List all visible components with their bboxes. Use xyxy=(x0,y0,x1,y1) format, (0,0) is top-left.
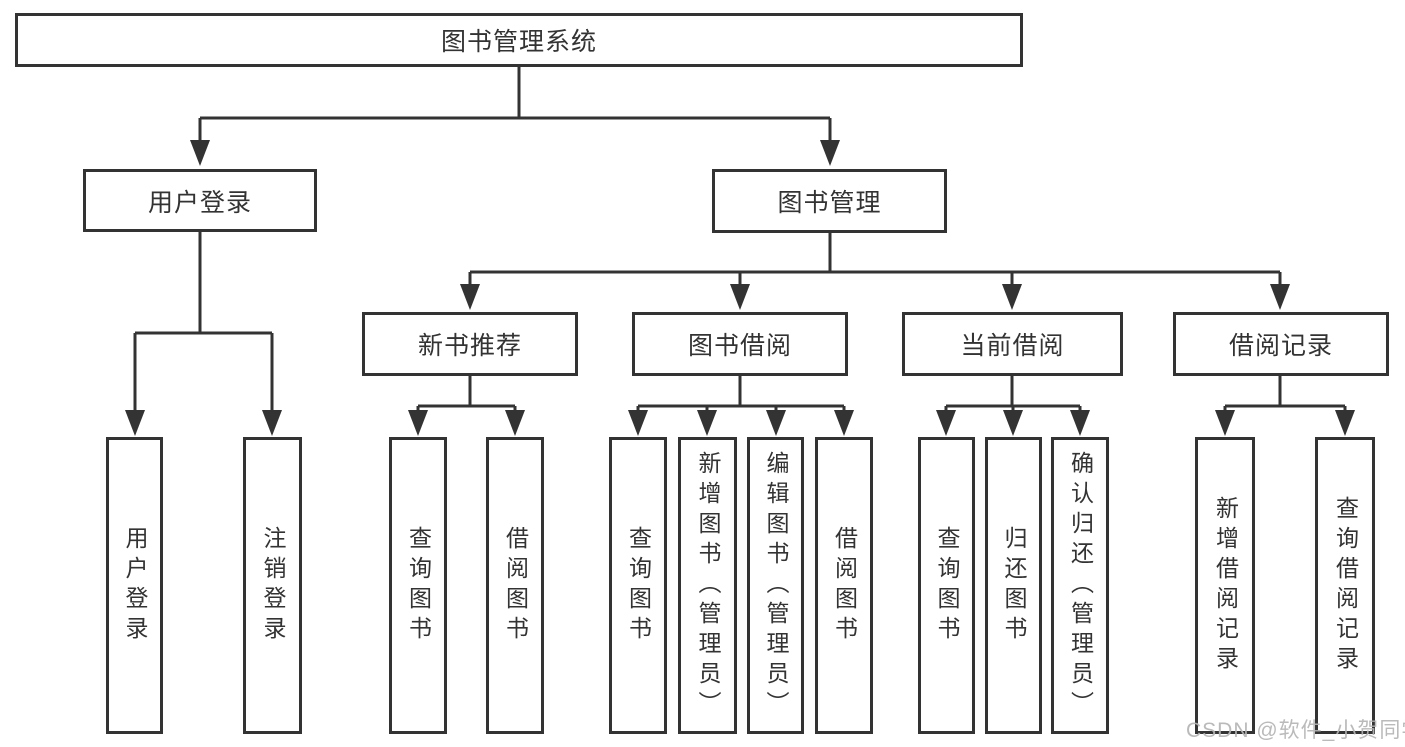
node-label: 当前借阅 xyxy=(960,332,1065,360)
leaf-user-login: 用户登录 xyxy=(106,437,163,734)
node-current-borrow: 当前借阅 xyxy=(902,312,1123,376)
node-label: 查询图书 xyxy=(405,525,432,646)
node-book-borrow: 图书借阅 xyxy=(632,312,848,376)
node-label: 编辑图书（管理员） xyxy=(763,450,789,721)
leaf-cb-return-book: 归还图书 xyxy=(985,437,1042,734)
leaf-bb-add-book-admin: 新增图书（管理员） xyxy=(678,437,737,734)
node-root: 图书管理系统 xyxy=(15,13,1023,67)
node-label: 用户登录 xyxy=(122,525,148,646)
node-label: 注销登录 xyxy=(260,525,286,646)
node-new-book-recommend: 新书推荐 xyxy=(362,312,578,376)
node-label: 新增图书（管理员） xyxy=(695,450,721,721)
node-label: 图书管理 xyxy=(777,189,882,217)
node-label: 确认归还（管理员） xyxy=(1067,450,1094,721)
connector-new-book-rec xyxy=(408,376,525,436)
node-label: 借阅图书 xyxy=(502,525,529,646)
node-label: 新增借阅记录 xyxy=(1212,495,1239,676)
leaf-cb-confirm-return-admin: 确认归还（管理员） xyxy=(1051,437,1109,734)
connector-borrow-records xyxy=(1215,376,1355,436)
leaf-bb-edit-book-admin: 编辑图书（管理员） xyxy=(747,437,804,734)
connector-current-borrow xyxy=(936,376,1090,436)
connector-root xyxy=(190,67,840,166)
node-label: 查询图书 xyxy=(625,525,652,646)
node-label: 新书推荐 xyxy=(417,332,522,360)
node-label: 用户登录 xyxy=(147,188,252,217)
connector-user-login xyxy=(125,232,282,436)
node-book-management: 图书管理 xyxy=(712,169,947,233)
leaf-cb-query-book: 查询图书 xyxy=(918,437,975,734)
leaf-bb-borrow-book: 借阅图书 xyxy=(815,437,873,734)
node-label: 图书借阅 xyxy=(687,332,792,360)
leaf-bb-query-book: 查询图书 xyxy=(609,437,667,734)
node-label: 归还图书 xyxy=(1001,525,1027,646)
leaf-br-add-record: 新增借阅记录 xyxy=(1195,437,1255,734)
node-label: 查询图书 xyxy=(934,525,960,646)
leaf-br-query-record: 查询借阅记录 xyxy=(1315,437,1375,734)
node-user-login: 用户登录 xyxy=(83,169,317,232)
node-label: 图书管理系统 xyxy=(440,28,597,56)
leaf-logout: 注销登录 xyxy=(243,437,302,734)
node-label: 借阅记录 xyxy=(1228,332,1333,360)
connector-book-borrow xyxy=(628,376,854,436)
leaf-nbr-query-book: 查询图书 xyxy=(389,437,447,734)
node-borrow-records: 借阅记录 xyxy=(1173,312,1389,376)
node-label: 借阅图书 xyxy=(831,525,858,646)
leaf-nbr-borrow-book: 借阅图书 xyxy=(486,437,544,734)
csdn-watermark: CSDN @软件_小贺同学 xyxy=(1186,719,1405,742)
connector-book-management xyxy=(460,232,1290,310)
node-label: 查询借阅记录 xyxy=(1332,495,1359,676)
